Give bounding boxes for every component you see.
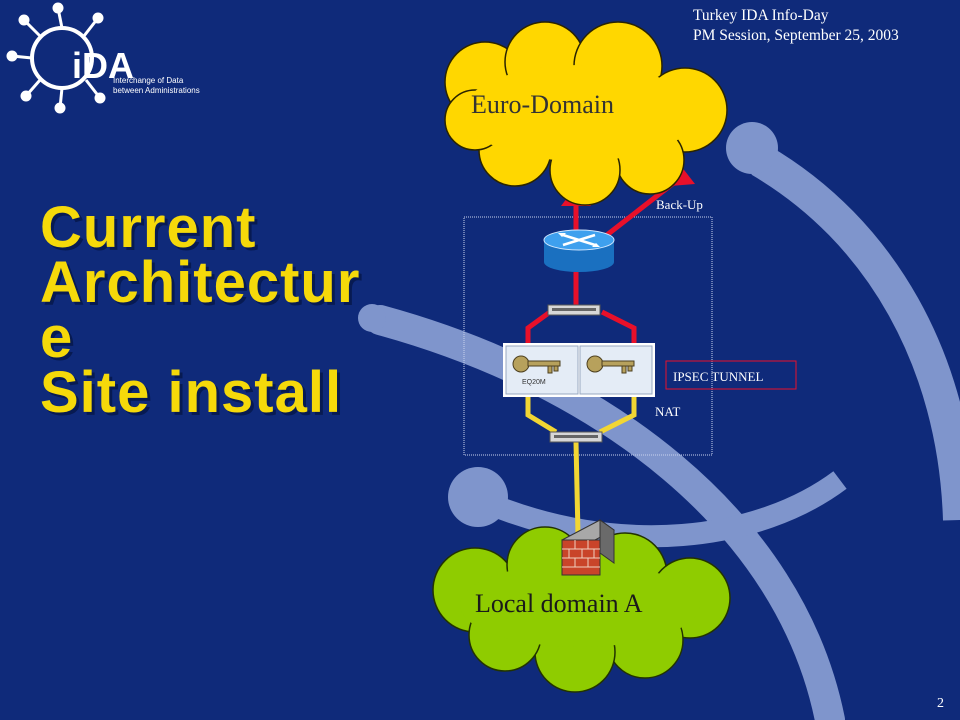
backup-label: Back-Up <box>656 197 703 212</box>
switch-lower-icon <box>549 431 603 443</box>
switch-upper-icon <box>547 304 601 316</box>
site-boundary <box>463 216 713 456</box>
header-event: Turkey IDA Info-Day <box>693 7 829 24</box>
slide-header: Turkey IDA Info-Day PM Session, Septembe… <box>693 6 899 46</box>
euro-domain-cloud <box>444 21 728 206</box>
page-number: 2 <box>937 696 944 711</box>
nat-label: NAT <box>655 404 680 419</box>
local-domain-label: Local domain A <box>475 589 643 618</box>
key-icon <box>586 355 635 374</box>
ipsec-tunnel-label: IPSEC TUNNEL <box>673 369 763 384</box>
title-line: Architectur <box>40 250 361 315</box>
network-node <box>448 467 508 527</box>
logo-name: iDA <box>72 45 134 86</box>
key-icon <box>512 355 561 374</box>
slide-title: Current Architectur e Site install <box>40 195 420 425</box>
logo-tagline: between Administrations <box>113 86 200 95</box>
ida-logo: iDA Interchange of Data between Administ… <box>6 2 200 114</box>
network-node <box>726 122 778 174</box>
network-curve-decoration <box>358 122 960 720</box>
crypto-device-icon: EQ20M <box>503 343 655 397</box>
logo-tagline: Interchange of Data <box>113 76 184 85</box>
network-node <box>358 304 386 332</box>
yellow-links <box>525 395 637 435</box>
logo-spokes <box>6 2 106 114</box>
euro-domain-label: Euro-Domain <box>471 90 614 119</box>
firewall-icon <box>561 519 615 576</box>
header-session: PM Session, September 25, 2003 <box>693 27 899 44</box>
title-line: Site install <box>40 360 343 425</box>
router-icon <box>543 229 615 272</box>
title-line: Current <box>40 195 257 260</box>
lan-link <box>573 441 581 536</box>
ipsec-tunnel-box <box>665 360 797 390</box>
title-line: e <box>40 305 74 370</box>
device-label: EQ20M <box>522 379 546 386</box>
